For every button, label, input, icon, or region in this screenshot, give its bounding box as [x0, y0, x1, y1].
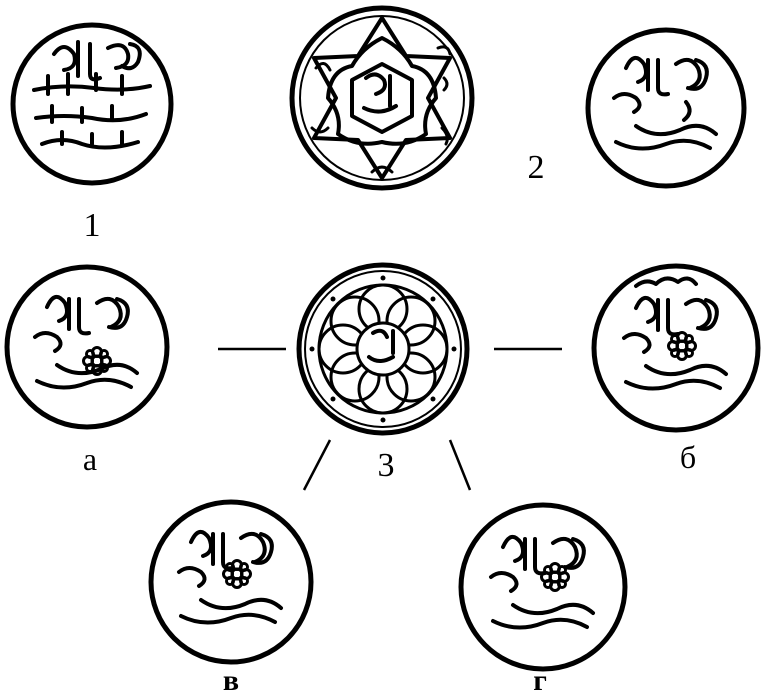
- variant-b-label: б: [680, 439, 696, 475]
- connector-3-to-g: [450, 440, 470, 490]
- coin-2-rosette: [292, 8, 472, 188]
- coin-g: [461, 505, 625, 669]
- coin-1: [13, 25, 171, 183]
- coin-3-rosette: [299, 265, 467, 433]
- group-2-label: 2: [528, 149, 545, 186]
- group-1-label: 1: [84, 207, 101, 244]
- connector-3-to-v: [304, 440, 330, 490]
- coin-a: [7, 267, 167, 427]
- variant-v-label: в: [223, 664, 239, 694]
- variant-a-label: а: [83, 441, 97, 477]
- coin-b: [594, 266, 758, 430]
- group-3-label: 3: [378, 447, 395, 484]
- variant-g-label: г: [533, 664, 547, 694]
- coin-2-obverse: [588, 30, 744, 186]
- coin-v: [151, 502, 311, 662]
